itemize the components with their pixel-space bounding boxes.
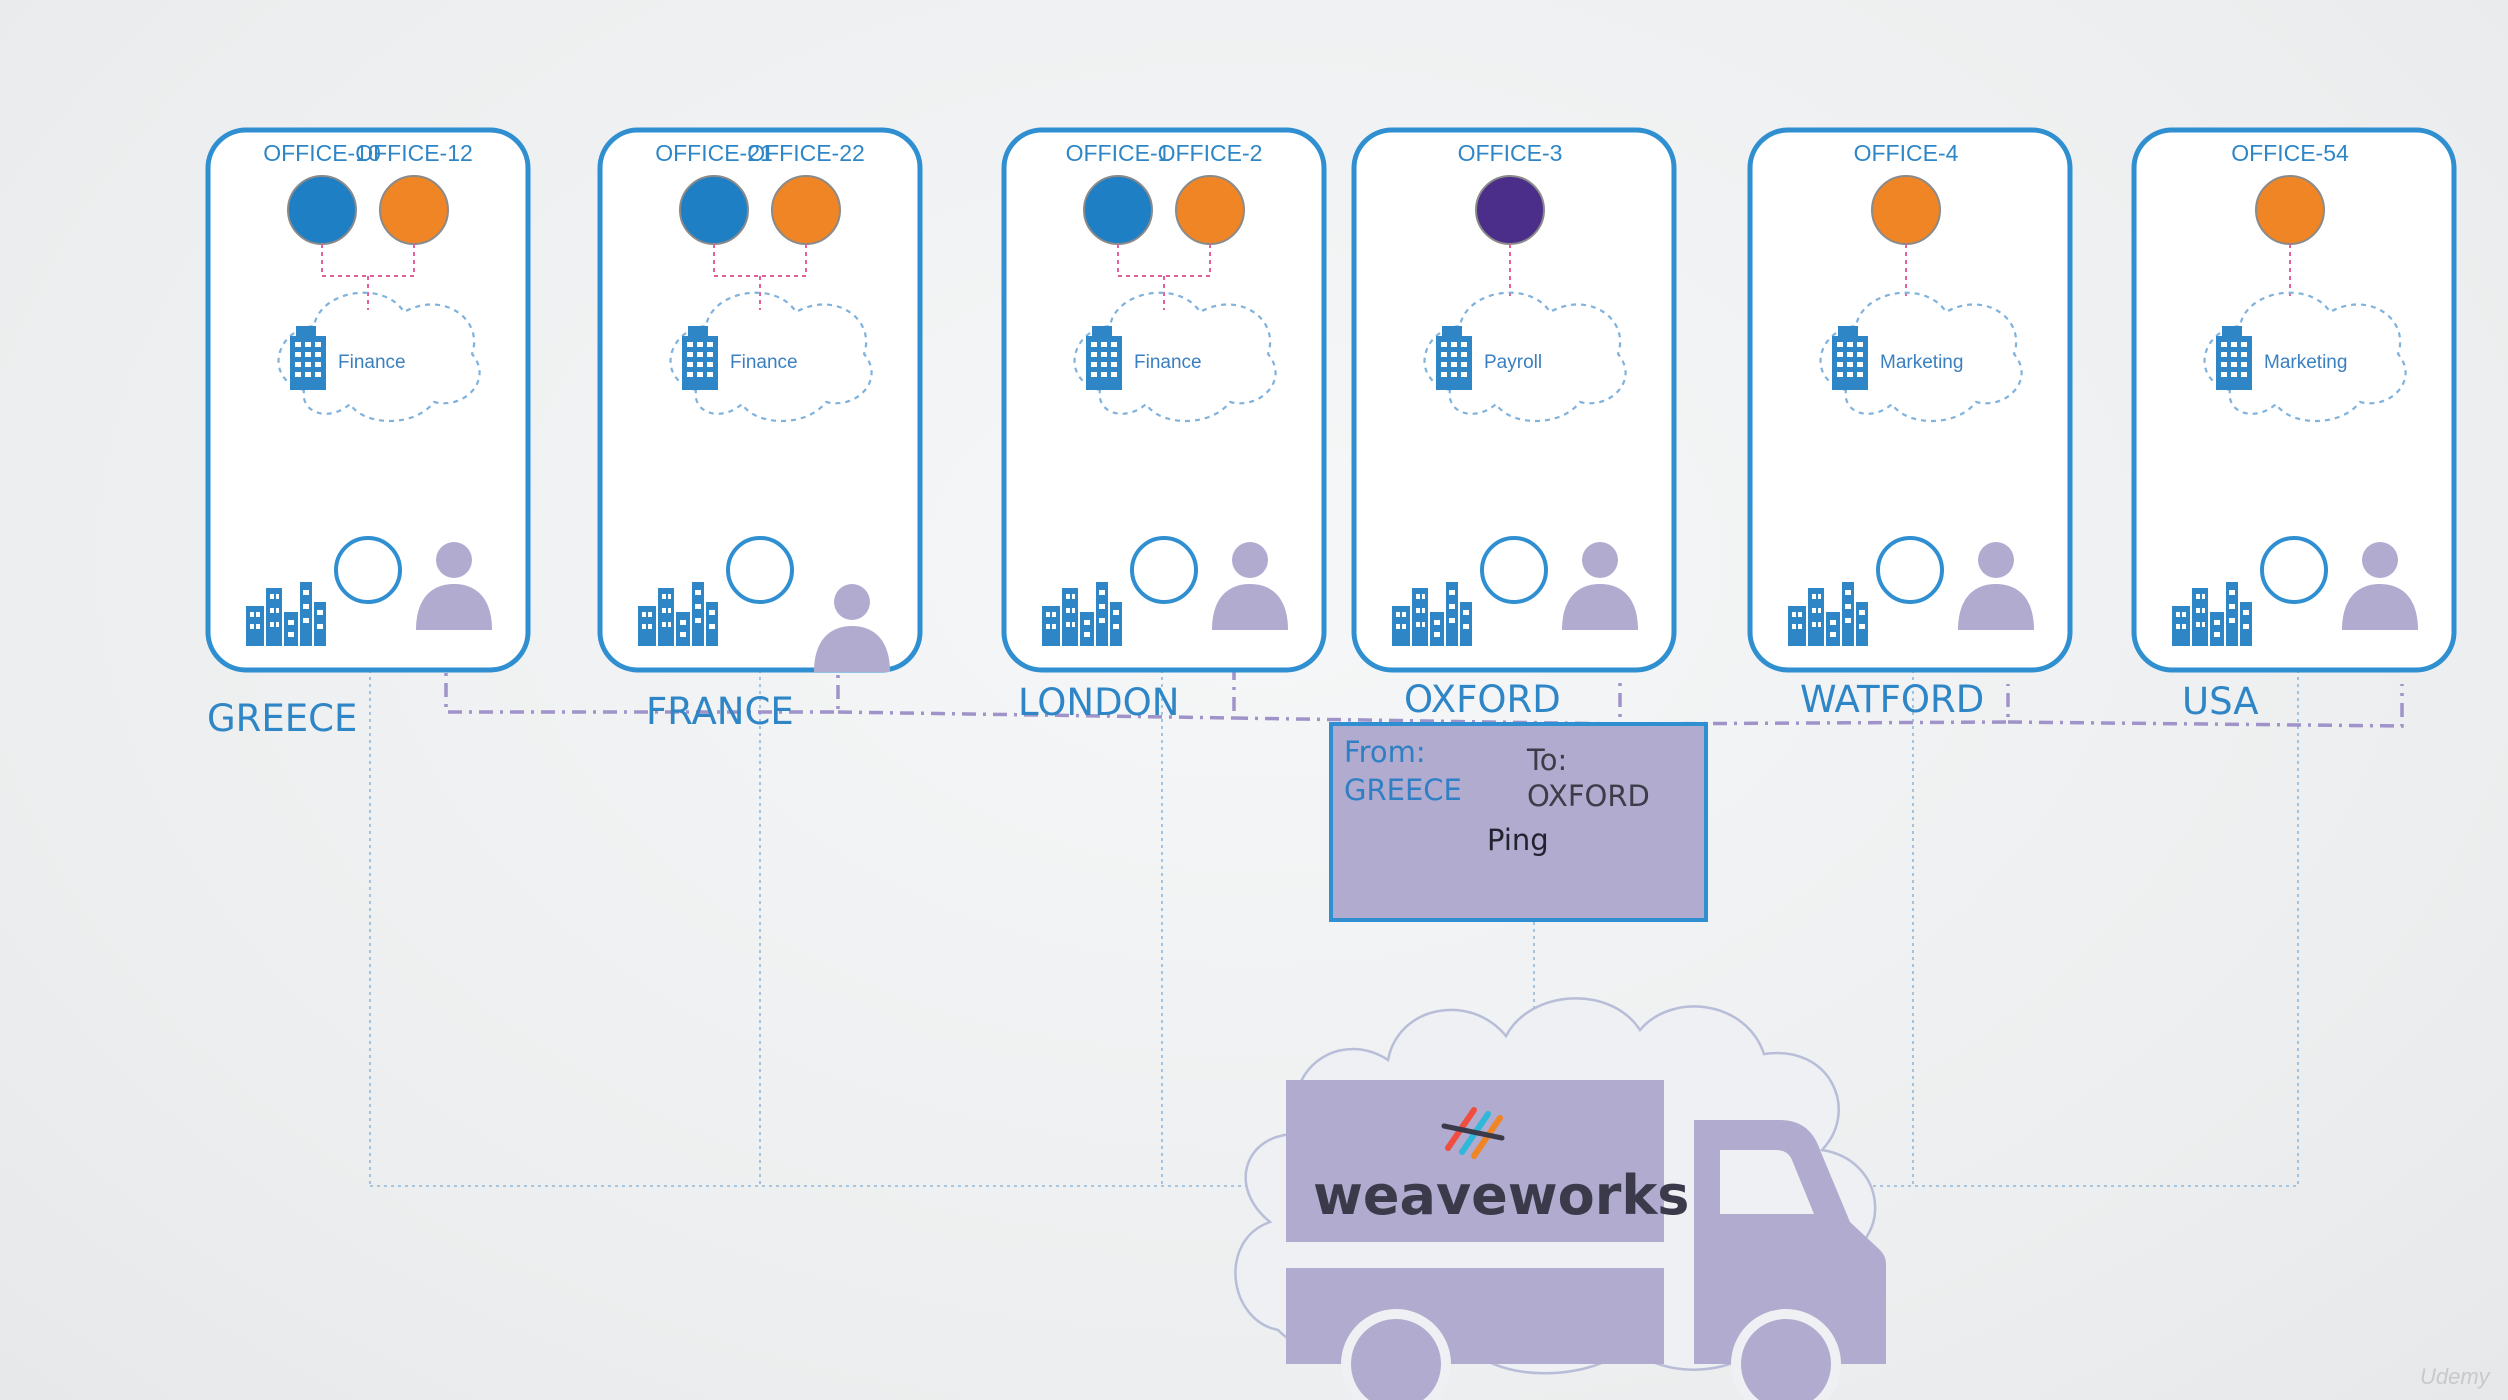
- packet-box: [1329, 722, 1708, 922]
- nodes-layer: OFFICE-10OFFICE-12FinanceGREECEOFFICE-21…: [205, 127, 2457, 740]
- node-name: WATFORD: [1800, 678, 1984, 721]
- node-frame: [1001, 127, 1327, 673]
- node-name: USA: [2182, 680, 2259, 723]
- service-cloud: [2203, 291, 2407, 422]
- pod-connector: [321, 244, 415, 310]
- packet: From: GREECE To: OXFORD Ping: [1329, 722, 1708, 922]
- service-cloud: [1819, 291, 2023, 422]
- service-label: Marketing: [1880, 352, 1963, 373]
- node-name: LONDON: [1018, 681, 1179, 724]
- truck-wheel-rear: [1341, 1309, 1451, 1400]
- service-label: Finance: [338, 352, 406, 373]
- weave-truck: weaveworks: [1286, 1080, 1886, 1400]
- pod-connector: [713, 244, 807, 310]
- office-label: OFFICE-21: [655, 140, 773, 166]
- weave-agent-ring: [1480, 536, 1548, 604]
- pod-orange: [1871, 175, 1941, 245]
- weave-mesh-links: [444, 652, 2404, 728]
- node-frame: [1351, 127, 1677, 673]
- pod-orange: [1175, 175, 1245, 245]
- weave-agent-ring: [726, 536, 794, 604]
- service-label: Finance: [730, 352, 798, 373]
- pod-group: OFFICE-3: [1458, 140, 1563, 245]
- node-name: OXFORD: [1404, 678, 1561, 721]
- service-label: Marketing: [2264, 352, 2347, 373]
- service-label: Payroll: [1484, 352, 1542, 373]
- node-frame: [1747, 127, 2073, 673]
- weaveworks-wordmark: weaveworks: [1313, 1164, 1689, 1227]
- pod-blue: [1083, 175, 1153, 245]
- pod-orange: [379, 175, 449, 245]
- pod-blue: [679, 175, 749, 245]
- weave-agent-ring: [2260, 536, 2328, 604]
- service-cloud: [669, 291, 873, 422]
- truck-wheel-front: [1731, 1309, 1841, 1400]
- weave-agent-ring: [1876, 536, 1944, 604]
- pod-blue: [287, 175, 357, 245]
- packet-to-label: To:: [1526, 743, 1567, 777]
- pod-purple: [1475, 175, 1545, 245]
- office-label: OFFICE-54: [2231, 140, 2349, 166]
- service-cloud: [1423, 291, 1627, 422]
- watermark: Udemy: [2420, 1364, 2492, 1389]
- office-label: OFFICE-4: [1854, 140, 1959, 166]
- pod-orange: [771, 175, 841, 245]
- node-frame: [597, 127, 923, 673]
- office-label: OFFICE-10: [263, 140, 381, 166]
- pod-connector: [1117, 244, 1211, 310]
- truck-chassis: [1286, 1268, 1664, 1364]
- office-label: OFFICE-22: [747, 140, 865, 166]
- node-name: FRANCE: [646, 690, 794, 733]
- service-label: Finance: [1134, 352, 1202, 373]
- node-name: GREECE: [207, 697, 357, 740]
- packet-message: Ping: [1487, 823, 1549, 857]
- packet-from-label: From:: [1344, 735, 1426, 769]
- truck-window: [1720, 1150, 1814, 1214]
- office-label: OFFICE-2: [1158, 140, 1263, 166]
- pod-group: OFFICE-54: [2231, 140, 2349, 245]
- weaveworks-logo-icon: [1441, 1107, 1505, 1159]
- pod-orange: [2255, 175, 2325, 245]
- node-frame: [2131, 127, 2457, 673]
- truck-cargo: [1286, 1080, 1664, 1242]
- office-label: OFFICE-1: [1066, 140, 1171, 166]
- service-cloud: [1073, 291, 1277, 422]
- packet-from-value: GREECE: [1344, 773, 1462, 807]
- weave-agent-ring: [1130, 536, 1198, 604]
- weave-agent-ring: [334, 536, 402, 604]
- service-cloud: [277, 291, 481, 422]
- office-label: OFFICE-3: [1458, 140, 1563, 166]
- office-label: OFFICE-12: [355, 140, 473, 166]
- pod-group: OFFICE-4: [1854, 140, 1959, 245]
- packet-to-value: OXFORD: [1527, 779, 1650, 813]
- node-frame: [205, 127, 531, 673]
